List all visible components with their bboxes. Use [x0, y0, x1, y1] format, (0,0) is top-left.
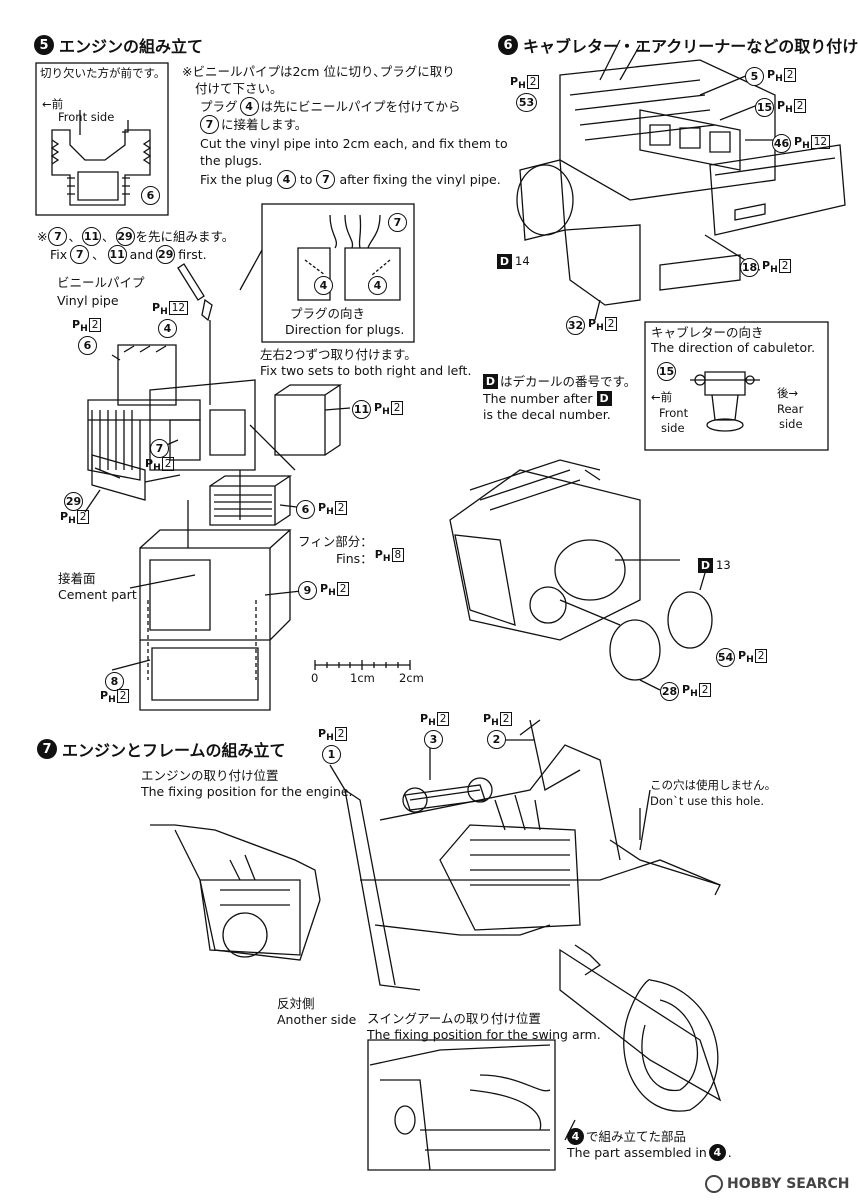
scale-1cm: 1cm: [350, 671, 375, 685]
carb-front-en1: Front: [659, 406, 689, 420]
no-hole-en: Don`t use this hole.: [650, 794, 764, 808]
watermark-logo-icon: [705, 1175, 723, 1193]
front-box-arrow: ←前: [42, 97, 64, 111]
step6-title: キャブレター・エアクリーナーなどの取り付け: [523, 37, 858, 56]
step5-heading: 5 エンジンの組み立て: [34, 33, 203, 57]
vinyl-note-jp2: 付けて下さい。: [195, 81, 283, 96]
cement-en: Cement part: [58, 587, 137, 602]
carb-rear-jp: 後→: [777, 386, 799, 400]
carb-front-en2: side: [661, 421, 685, 435]
no-hole-jp: この穴は使用しません。: [650, 778, 777, 792]
carb-front-jp: ←前: [651, 390, 673, 404]
swing-pos-jp: スイングアームの取り付け位置: [367, 1011, 541, 1026]
plug-box-jp: プラグの向き: [290, 306, 366, 321]
another-side-en: Another side: [277, 1012, 357, 1027]
cement-jp: 接着面: [58, 571, 96, 586]
engine-pos-jp: エンジンの取り付け位置: [141, 768, 279, 783]
step7-heading: 7 エンジンとフレームの組み立て: [37, 737, 286, 761]
carb-box-part: 15: [657, 360, 676, 381]
vinyl-label-jp: ビニールパイプ: [57, 275, 145, 290]
part5-8: 8: [105, 670, 124, 691]
plug-box-part-right: 4: [368, 274, 387, 295]
lr-note-jp: 左右2つずつ取り付けます。: [260, 347, 417, 362]
scale-2cm: 2cm: [399, 671, 424, 685]
vinyl-note-en2: the plugs.: [200, 153, 263, 168]
plug-box-part-left: 4: [314, 274, 333, 295]
plug-box-part-top: 7: [388, 211, 407, 232]
hobby-search-watermark: HOBBY SEARCH: [705, 1175, 849, 1193]
carb-rear-en1: Rear: [777, 402, 804, 416]
front-box-part: 6: [141, 184, 160, 205]
step5-badge: 5: [34, 35, 54, 55]
step5-title: エンジンの組み立て: [59, 37, 204, 56]
step7-title: エンジンとフレームの組み立て: [62, 741, 286, 760]
vinyl-note-en1: Cut the vinyl pipe into 2cm each, and fi…: [200, 136, 508, 151]
another-side-jp: 反対側: [277, 996, 315, 1011]
scale-0: 0: [311, 671, 319, 685]
carb-direction-box: キャブレターの向き The direction of cabuletor. 15…: [645, 322, 828, 450]
front-box-en: Front side: [58, 110, 115, 124]
front-box-jp: 切り欠いた方が前です。: [40, 66, 166, 80]
carb-box-jp: キャブレターの向き: [651, 325, 764, 340]
carb-box-en: The direction of cabuletor.: [651, 340, 816, 355]
swing-pos-en: The fixing position for the swing arm.: [367, 1027, 601, 1042]
plug-box-en: Direction for plugs.: [285, 322, 405, 337]
carb-rear-en2: side: [779, 417, 803, 431]
vinyl-label-en: Vinyl pipe: [57, 293, 119, 308]
decal-note-en2: is the decal number.: [483, 407, 611, 422]
vinyl-note-jp1: ※ビニールパイプは2cm 位に切り､プラグに取り: [182, 64, 455, 79]
step6-badge: 6: [498, 35, 518, 55]
engine-pos-en: The fixing position for the engine.: [141, 784, 353, 799]
part5-7: 7: [150, 437, 169, 458]
step7-badge: 7: [37, 739, 57, 759]
step6-heading: 6 キャブレター・エアクリーナーなどの取り付け: [498, 33, 858, 57]
lr-note-en: Fix two sets to both right and left.: [260, 363, 472, 378]
part5-29: 29: [64, 490, 83, 511]
